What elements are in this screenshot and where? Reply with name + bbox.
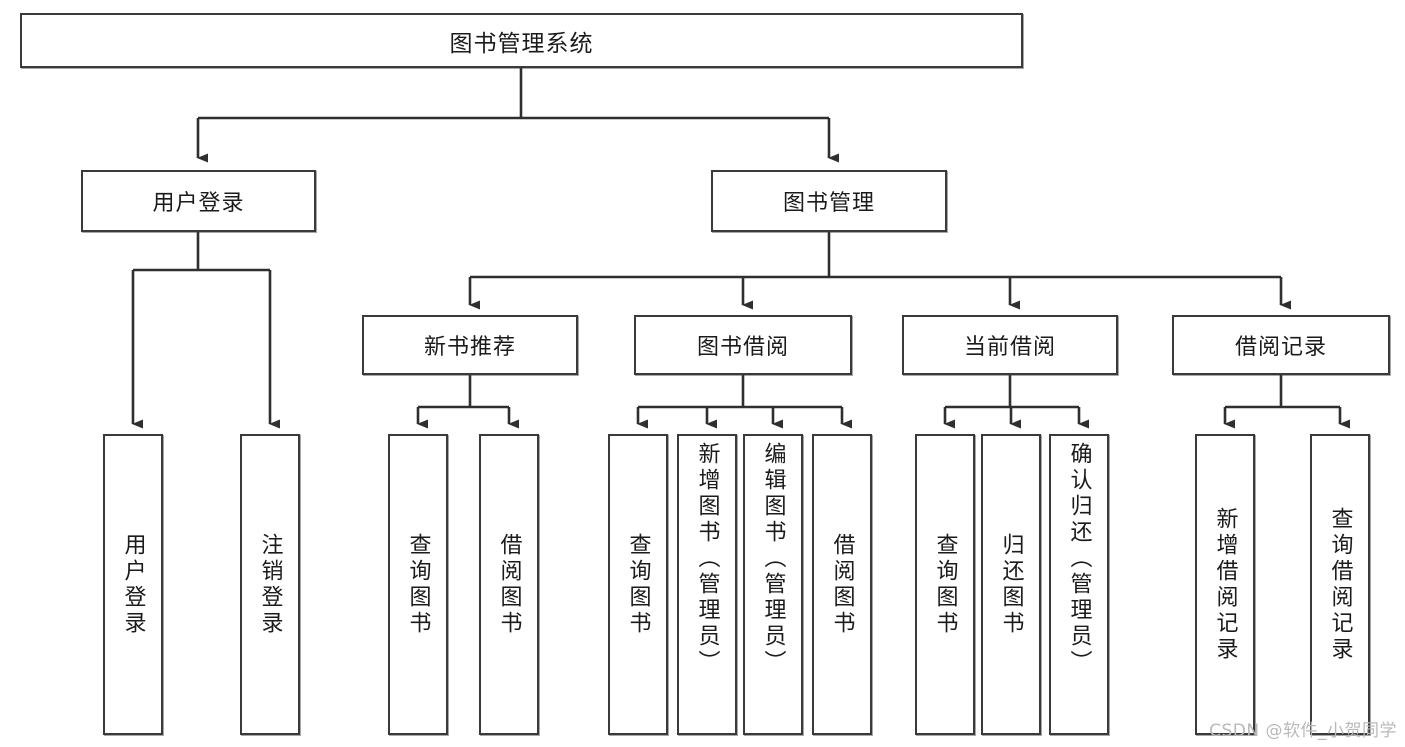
node-book-borrow[interactable]: 图书借阅 xyxy=(634,315,852,375)
leaf-confirm-return-admin[interactable]: 确认归还（管理员） xyxy=(1049,434,1109,735)
leaf-query-book-borrow[interactable]: 查询图书 xyxy=(608,434,668,735)
leaf-borrow-book-borrow[interactable]: 借阅图书 xyxy=(812,434,872,735)
node-current-borrow-label: 当前借阅 xyxy=(963,335,1056,360)
leaf-query-book-recommend-label: 查询图书 xyxy=(405,532,431,637)
leaf-logout-login-label: 注销登录 xyxy=(257,532,283,637)
leaf-borrow-book-recommend-label: 借阅图书 xyxy=(496,532,522,637)
node-user-login[interactable]: 用户登录 xyxy=(81,170,316,232)
leaf-user-login[interactable]: 用户登录 xyxy=(103,434,163,735)
node-borrow-record-label: 借阅记录 xyxy=(1234,335,1327,360)
leaf-query-book-current-label: 查询图书 xyxy=(932,532,958,637)
leaf-return-book[interactable]: 归还图书 xyxy=(981,434,1041,735)
leaf-borrow-book-borrow-label: 借阅图书 xyxy=(829,532,855,637)
leaf-edit-book-admin-label: 编辑图书（管理员） xyxy=(760,442,786,676)
node-root-library-system[interactable]: 图书管理系统 xyxy=(20,13,1023,68)
node-book-management[interactable]: 图书管理 xyxy=(711,170,947,232)
leaf-logout-login[interactable]: 注销登录 xyxy=(240,434,300,735)
node-new-book-recommend[interactable]: 新书推荐 xyxy=(362,315,578,375)
node-book-management-label: 图书管理 xyxy=(782,191,875,216)
leaf-query-borrow-record[interactable]: 查询借阅记录 xyxy=(1310,434,1370,735)
csdn-watermark: CSDN @软件_小贺同学 xyxy=(1209,721,1397,741)
leaf-query-book-recommend[interactable]: 查询图书 xyxy=(388,434,448,735)
leaf-query-borrow-record-label: 查询借阅记录 xyxy=(1327,506,1353,663)
leaf-add-book-admin[interactable]: 新增图书（管理员） xyxy=(677,434,737,735)
leaf-add-borrow-record-label: 新增借阅记录 xyxy=(1212,506,1238,663)
leaf-edit-book-admin[interactable]: 编辑图书（管理员） xyxy=(743,434,803,735)
leaf-add-book-admin-label: 新增图书（管理员） xyxy=(694,442,720,676)
leaf-add-borrow-record[interactable]: 新增借阅记录 xyxy=(1195,434,1255,735)
node-book-borrow-label: 图书借阅 xyxy=(696,335,789,360)
leaf-query-book-current[interactable]: 查询图书 xyxy=(915,434,975,735)
node-borrow-record[interactable]: 借阅记录 xyxy=(1172,315,1390,375)
leaf-user-login-label: 用户登录 xyxy=(120,532,146,637)
node-user-login-label: 用户登录 xyxy=(152,191,245,216)
leaf-borrow-book-recommend[interactable]: 借阅图书 xyxy=(479,434,539,735)
leaf-confirm-return-admin-label: 确认归还（管理员） xyxy=(1066,442,1092,676)
node-root-label: 图书管理系统 xyxy=(449,30,594,57)
leaf-query-book-borrow-label: 查询图书 xyxy=(625,532,651,637)
leaf-return-book-label: 归还图书 xyxy=(998,532,1024,637)
node-current-borrow[interactable]: 当前借阅 xyxy=(902,315,1118,375)
node-new-book-recommend-label: 新书推荐 xyxy=(423,335,516,360)
